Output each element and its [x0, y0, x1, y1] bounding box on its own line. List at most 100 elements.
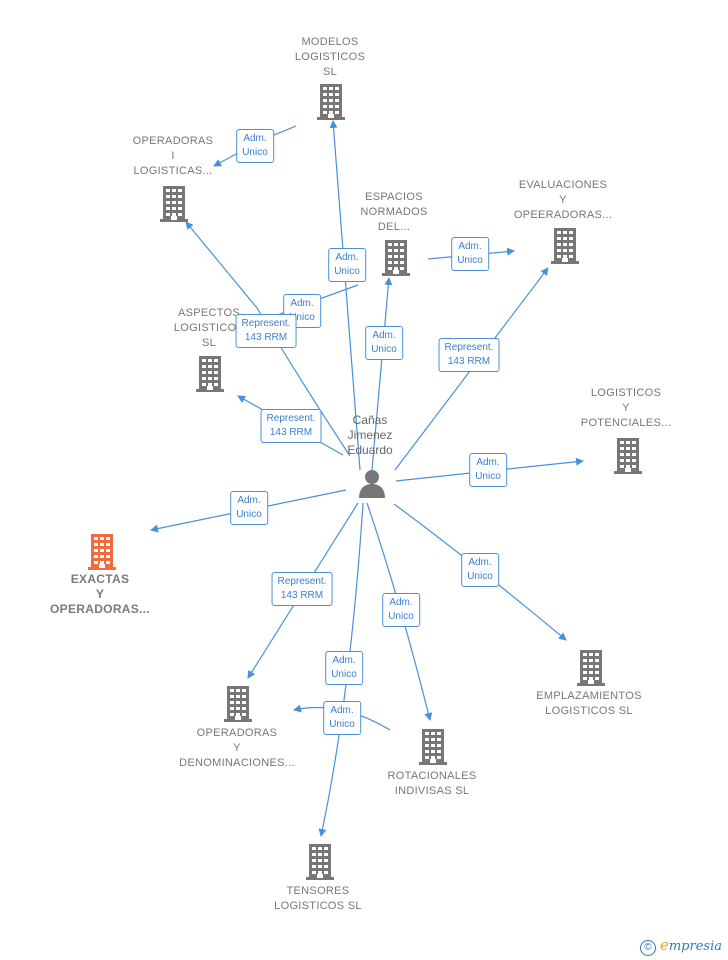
role-badge-line: Unico	[236, 509, 262, 520]
center-name-line: Cañas	[352, 413, 388, 427]
role-badge: Adm. Unico	[461, 553, 499, 587]
building-icon[interactable]	[577, 650, 605, 686]
company-label-operadoras-i[interactable]: OPERADORAS I LOGISTICAS...	[133, 134, 214, 179]
role-badge-line: Adm.	[332, 655, 356, 666]
company-label-line: SL	[322, 66, 338, 78]
company-label-line: MODELOS	[301, 36, 359, 48]
company-label-line: Y	[233, 742, 241, 754]
building-icon[interactable]	[88, 534, 116, 570]
role-badge: Represent. 143 RRM	[260, 409, 322, 443]
role-badge-line: 143 RRM	[280, 590, 324, 601]
role-badge-line: Unico	[289, 312, 315, 323]
company-label-line: NORMADOS	[360, 206, 428, 218]
role-badge: Adm. Unico	[323, 701, 361, 735]
role-badge-line: Adm.	[468, 557, 492, 568]
center-person-name[interactable]: Cañas Jimenez Eduardo	[347, 413, 392, 458]
role-badge-line: Adm.	[476, 457, 500, 468]
company-label-potenciales[interactable]: LOGISTICOS Y POTENCIALES...	[581, 386, 671, 431]
company-label-line: EVALUACIONES	[518, 179, 608, 191]
company-label-line: POTENCIALES...	[580, 417, 672, 429]
company-label-tensores[interactable]: TENSORES LOGISTICOS SL	[274, 884, 362, 914]
company-label-emplazamientos[interactable]: EMPLAZAMIENTOS LOGISTICOS SL	[536, 689, 641, 719]
role-badge: Adm. Unico	[325, 651, 363, 685]
company-label-line: OPERADORAS	[132, 135, 214, 147]
role-badge: Adm. Unico	[469, 453, 507, 487]
company-label-evaluaciones[interactable]: EVALUACIONES Y OPEERADORAS...	[514, 178, 612, 223]
company-label-espacios[interactable]: ESPACIOS NORMADOS DEL...	[360, 190, 427, 235]
role-badge-line: 143 RRM	[447, 356, 491, 367]
role-badge-line: Adm.	[237, 495, 261, 506]
role-badge-line: Unico	[457, 255, 483, 266]
role-badge-line: Unico	[371, 344, 397, 355]
role-badge-line: 143 RRM	[269, 427, 313, 438]
company-label-line: EXACTAS	[70, 572, 130, 586]
role-badge-line: Represent.	[444, 342, 494, 353]
company-label-line: LOGISTICOS	[294, 51, 366, 63]
company-label-rotacionales[interactable]: ROTACIONALES INDIVISAS SL	[388, 769, 477, 799]
footer-brand: ©empresia	[639, 936, 722, 956]
company-label-line: OPERADORAS	[196, 727, 278, 739]
company-label-line: DENOMINACIONES...	[179, 757, 295, 769]
role-badge-line: 143 RRM	[244, 332, 288, 343]
building-icon[interactable]	[196, 356, 224, 392]
building-icon[interactable]	[419, 729, 447, 765]
center-name-line: Eduardo	[347, 443, 393, 457]
role-badge-line: Adm.	[243, 133, 267, 144]
company-label-line: DEL...	[377, 221, 411, 233]
role-badge-line: Adm.	[389, 597, 413, 608]
role-badge: Adm. Unico	[451, 237, 489, 271]
role-badge: Adm. Unico	[365, 326, 403, 360]
role-badge-line: Unico	[331, 669, 357, 680]
company-label-line: SL	[201, 337, 217, 349]
role-badge-line: Unico	[475, 471, 501, 482]
company-label-line: LOGISTICAS...	[133, 165, 213, 177]
building-icon[interactable]	[160, 186, 188, 222]
role-badge-line: Unico	[334, 266, 360, 277]
center-name-line: Jimenez	[347, 428, 393, 442]
company-label-line: OPEERADORAS...	[513, 209, 613, 221]
company-label-line: I	[171, 150, 175, 162]
role-badge-line: Unico	[329, 719, 355, 730]
company-label-line: TENSORES	[286, 885, 350, 897]
role-badge-line: Represent.	[266, 413, 316, 424]
company-label-line: ASPECTOS	[177, 307, 241, 319]
role-badge: Represent.143 RRM	[235, 314, 297, 348]
role-badge-line: Adm.	[372, 330, 396, 341]
building-icon[interactable]	[382, 240, 410, 276]
role-badge-line: Adm.	[290, 298, 314, 309]
relationship-edge	[371, 277, 393, 471]
company-label-line: Y	[95, 587, 105, 601]
relationship-edge	[329, 120, 361, 471]
role-badge-line: Adm.	[335, 252, 359, 263]
company-label-modelos[interactable]: MODELOS LOGISTICOS SL	[295, 35, 365, 80]
building-icon[interactable]	[551, 228, 579, 264]
person-icon[interactable]	[357, 468, 387, 498]
role-badge: Adm. Unico	[328, 248, 366, 282]
company-label-line: EMPLAZAMIENTOS	[536, 690, 642, 702]
building-icon[interactable]	[317, 84, 345, 120]
role-badge: Adm. Unico	[382, 593, 420, 627]
company-label-line: LOGISTICOS SL	[274, 900, 362, 912]
building-icon[interactable]	[614, 438, 642, 474]
role-badge: Adm. Unico	[236, 129, 274, 163]
building-icon[interactable]	[306, 844, 334, 880]
company-label-line: ROTACIONALES	[387, 770, 477, 782]
company-label-line: INDIVISAS SL	[394, 785, 470, 797]
company-label-line: Y	[622, 402, 630, 414]
company-label-line: LOGISTICOS	[590, 387, 662, 399]
role-badge-line: Unico	[388, 611, 414, 622]
role-badge-line: Adm.	[458, 241, 482, 252]
role-badge-line: Unico	[467, 571, 493, 582]
role-badge: Adm. Unico	[230, 491, 268, 525]
company-label-line: OPERADORAS...	[50, 602, 150, 616]
company-label-line: Y	[559, 194, 567, 206]
role-badge-line: Unico	[242, 147, 268, 158]
building-icon[interactable]	[224, 686, 252, 722]
company-label-denominaciones[interactable]: OPERADORAS Y DENOMINACIONES...	[179, 726, 295, 771]
company-label-line: LOGISTICOS SL	[545, 705, 633, 717]
role-badge-line: Represent.	[277, 576, 327, 587]
company-label-line: ESPACIOS	[365, 191, 423, 203]
role-badge-line: Adm.	[330, 705, 354, 716]
